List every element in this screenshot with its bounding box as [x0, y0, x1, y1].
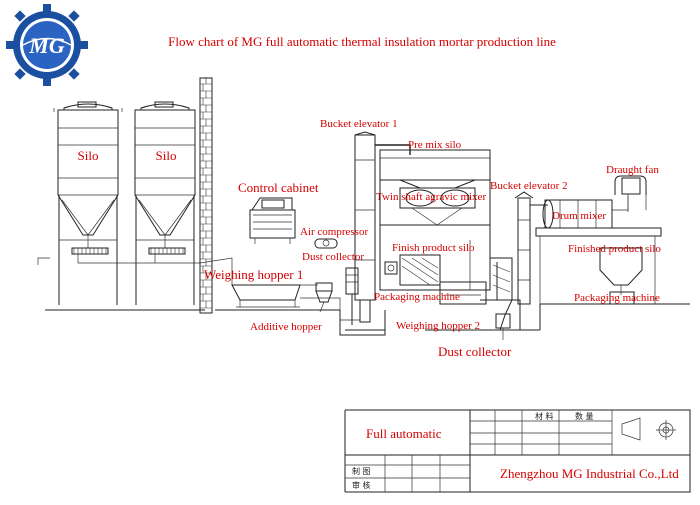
ground-line — [45, 303, 690, 331]
drum-mixer-label: Drum mixer — [552, 210, 606, 222]
title-block-company: Zhengzhou MG Industrial Co.,Ltd — [500, 466, 679, 481]
title-block-drawn: 制 图 — [352, 466, 371, 476]
silo-1-label: Silo — [78, 148, 99, 163]
silo-2 — [134, 101, 196, 305]
bucket-elevator-2 — [514, 191, 548, 305]
silo-conveyor — [37, 254, 233, 285]
title-block-checked: 审 核 — [352, 480, 371, 490]
packaging-machine-1 — [439, 281, 487, 305]
twin-shaft-mixer — [399, 187, 476, 226]
additive-hopper — [315, 282, 333, 313]
air-compressor — [314, 238, 338, 249]
draught-fan-label: Draught fan — [606, 164, 659, 176]
gear-logo-icon — [6, 4, 88, 86]
diagram-title: Flow chart of MG full automatic thermal … — [168, 34, 556, 49]
dust-collector-1 — [345, 267, 359, 325]
pre-mix-silo-label: Pre mix silo — [408, 139, 462, 151]
weighing-hopper-2-label: Weighing hopper 2 — [396, 320, 480, 332]
title-block-product: Full automatic — [366, 426, 442, 441]
finished-product-silo — [599, 247, 643, 305]
air-compressor-label: Air compressor — [300, 226, 368, 238]
title-block-material: 材 料 — [535, 411, 554, 421]
finish-product-silo — [379, 180, 491, 291]
packaging-machine-1-label: Packaging machine — [374, 291, 460, 303]
title-block-quantity: 数 量 — [575, 411, 594, 421]
packaging-machine-2-label: Packaging machine — [574, 292, 660, 304]
silo-2-label: Silo — [156, 148, 177, 163]
twin-shaft-mixer-label: Twin shaft agravic mixer — [376, 191, 486, 203]
dust-collector-2-label: Dust collector — [438, 344, 512, 359]
weighing-hopper-1-label: Weighing hopper 1 — [204, 267, 303, 282]
silo-1 — [53, 101, 123, 305]
logo: MG — [6, 4, 88, 86]
title-block — [344, 409, 691, 493]
weighing-hopper-1 — [231, 284, 318, 308]
weighing-hopper-2 — [480, 257, 521, 331]
dust-collector-2 — [495, 313, 511, 340]
transfer-pipe — [300, 297, 360, 321]
control-cabinet — [249, 197, 296, 244]
bucket-elevator-1-label: Bucket elevator 1 — [320, 118, 398, 130]
draught-fan — [614, 175, 647, 212]
dust-collector-1-label: Dust collector — [302, 251, 364, 263]
bucket-elevator-1 — [339, 131, 411, 336]
brick-wall — [199, 77, 213, 314]
finish-product-silo-label: Finish product silo — [392, 242, 475, 254]
bucket-elevator-2-label: Bucket elevator 2 — [490, 180, 568, 192]
additive-hopper-label: Additive hopper — [250, 321, 322, 333]
logo-text: MG — [28, 33, 65, 58]
finished-product-silo-label: Finished product silo — [568, 243, 661, 255]
pre-mix-silo — [379, 149, 491, 189]
control-cabinet-label: Control cabinet — [238, 180, 319, 195]
